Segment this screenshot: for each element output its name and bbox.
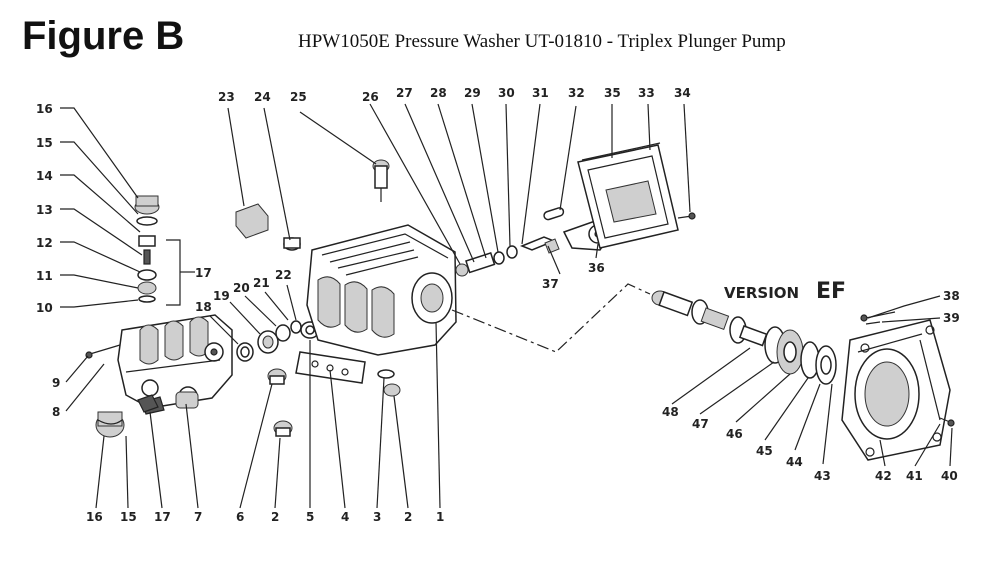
- manifold-head: [117, 314, 233, 415]
- gasket-4: [295, 351, 366, 384]
- part-label-41: 41: [906, 469, 923, 483]
- version-prefix: VERSION: [724, 284, 799, 302]
- connecting-rod-train: [455, 236, 560, 277]
- part-label-39: 39: [943, 311, 960, 325]
- part-label-46: 46: [726, 427, 743, 441]
- figure-heading: Figure B: [22, 14, 185, 58]
- part-label-38: 38: [943, 289, 960, 303]
- crankshaft: [651, 290, 768, 347]
- bolt-9: [89, 344, 121, 355]
- bottom-plugs: [95, 394, 159, 438]
- part-label-47: 47: [692, 417, 709, 431]
- crankcase-body: [306, 224, 457, 356]
- part-label-18: 18: [195, 300, 212, 314]
- part-label-24: 24: [254, 90, 271, 104]
- assembly-centerline: [451, 283, 651, 353]
- bracket-17: [166, 239, 181, 306]
- part-label-15-bottom: 15: [120, 510, 137, 524]
- part-label-23: 23: [218, 90, 235, 104]
- part-label-37: 37: [542, 277, 559, 291]
- pump-parts-drawing: [85, 142, 955, 461]
- part-label-11: 11: [36, 269, 53, 283]
- part-label-7: 7: [194, 510, 202, 524]
- part-label-21: 21: [253, 276, 270, 290]
- o-ring-3: [377, 369, 395, 379]
- version-suffix: EF: [816, 279, 846, 304]
- valve-stack: [134, 195, 160, 303]
- part-label-36: 36: [588, 261, 605, 275]
- part-label-25: 25: [290, 90, 307, 104]
- part-label-28: 28: [430, 86, 447, 100]
- o-ring-2: [383, 383, 401, 397]
- part-label-34: 34: [674, 86, 691, 100]
- part-label-40: 40: [941, 469, 958, 483]
- part-label-4: 4: [341, 510, 349, 524]
- part-label-5: 5: [306, 510, 314, 524]
- part-label-44: 44: [786, 455, 803, 469]
- part-number-labels: 16 15 14 13 12 11 10 17 9 8 18 19 20 21 …: [36, 86, 960, 524]
- part-label-30: 30: [498, 86, 515, 100]
- part-label-17-bottom: 17: [154, 510, 171, 524]
- part-label-17-right: 17: [195, 266, 212, 280]
- screw-39: [865, 321, 881, 325]
- part-label-22: 22: [275, 268, 292, 282]
- part-label-19: 19: [213, 289, 230, 303]
- part-label-26: 26: [362, 90, 379, 104]
- part-label-3: 3: [373, 510, 381, 524]
- rear-cover: [577, 142, 696, 249]
- part-label-29: 29: [464, 86, 481, 100]
- part-label-2-left: 2: [271, 510, 279, 524]
- part-label-14: 14: [36, 169, 53, 183]
- part-label-12: 12: [36, 236, 53, 250]
- part-label-42: 42: [875, 469, 892, 483]
- bearing-set: [764, 326, 837, 385]
- part-label-6: 6: [236, 510, 244, 524]
- part-label-16: 16: [36, 102, 53, 116]
- part-label-35: 35: [604, 86, 621, 100]
- top-fittings: [235, 159, 390, 251]
- part-label-2-right: 2: [404, 510, 412, 524]
- part-label-15: 15: [36, 136, 53, 150]
- part-label-16-bottom: 16: [86, 510, 103, 524]
- part-label-27: 27: [396, 86, 413, 100]
- part-label-43: 43: [814, 469, 831, 483]
- seal-set: [236, 320, 320, 362]
- version-label: VERSION EF: [724, 279, 846, 304]
- part-label-13: 13: [36, 203, 53, 217]
- part-label-20: 20: [233, 281, 250, 295]
- part-label-31: 31: [532, 86, 549, 100]
- part-label-1: 1: [436, 510, 444, 524]
- drain-plugs: [267, 368, 293, 437]
- part-label-48: 48: [662, 405, 679, 419]
- part-label-9: 9: [52, 376, 60, 390]
- part-label-32: 32: [568, 86, 585, 100]
- part-label-10: 10: [36, 301, 53, 315]
- part-label-33: 33: [638, 86, 655, 100]
- mounting-flange: [841, 319, 951, 461]
- leader-lines: [60, 103, 953, 509]
- part-label-8: 8: [52, 405, 60, 419]
- figure-title: HPW1050E Pressure Washer UT-01810 - Trip…: [298, 31, 786, 52]
- part-label-45: 45: [756, 444, 773, 458]
